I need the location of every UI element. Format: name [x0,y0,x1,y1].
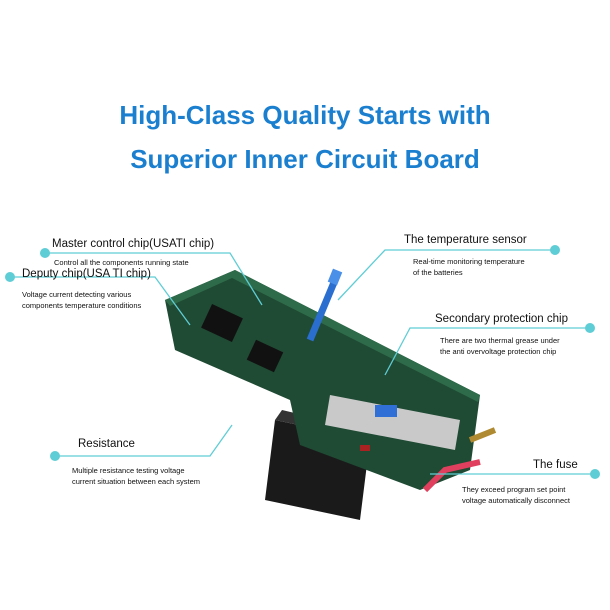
deputy-chip [201,304,243,342]
secondary-chip-label: Secondary protection chip [435,313,568,325]
callout-dots [5,245,600,479]
fuse-label: The fuse [533,459,578,471]
fuse-wire [422,459,481,493]
metal-strip [325,395,460,450]
headline-line-1: High-Class Quality Starts with [119,100,491,130]
master-chip [246,339,284,373]
headline-line-2: Superior Inner Circuit Board [130,144,480,174]
resistance-label: Resistance [78,438,135,450]
temperature-sensor-label: The temperature sensor [404,234,527,246]
wire-end [468,427,497,443]
deputy-chip-label: Deputy chip(USA TI chip) [22,268,151,280]
master-chip-label: Master control chip(USATI chip) [52,238,215,250]
callout-lines [10,249,595,475]
master-chip-desc: Control all the components running state [54,258,189,267]
secondary-protection-chip [375,405,397,417]
resistor [360,445,370,451]
temperature-sensor [306,268,343,342]
pcb-board [165,270,480,490]
